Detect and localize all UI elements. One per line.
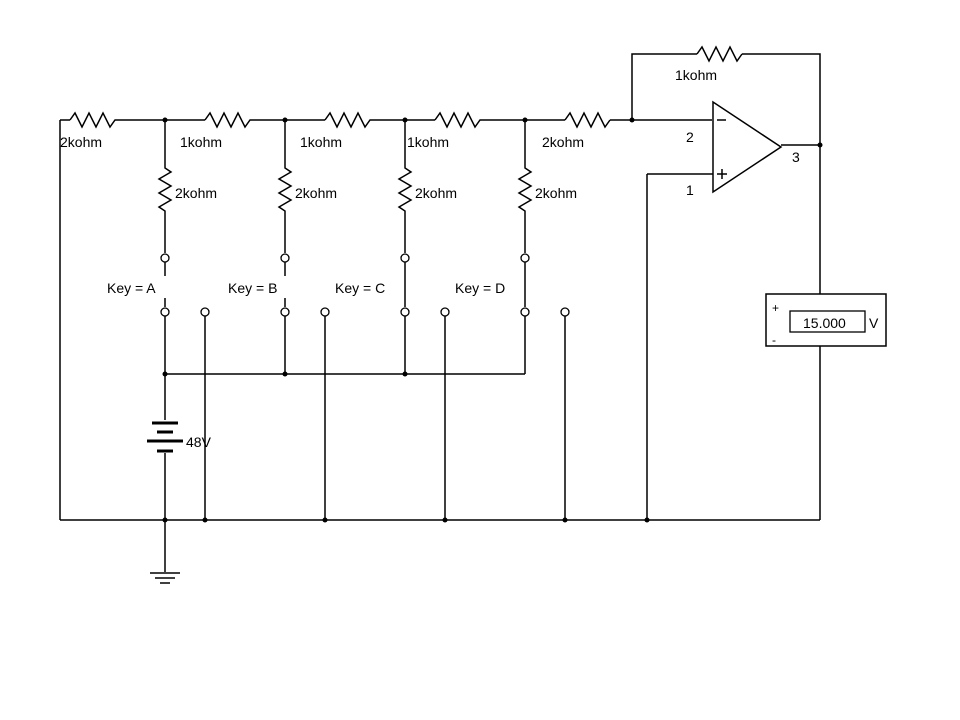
feedback-path: 1kohm [631,45,821,145]
resistor-r-in-opamp: 2kohm [542,111,611,150]
resistor-r-in-opamp-label: 2kohm [542,134,584,150]
battery: 48V [147,374,212,520]
switch-a-throw-terminal[interactable] [200,307,210,317]
switch-d-top-terminal [520,253,530,263]
voltmeter: + - 15.000 V [765,293,887,347]
switch-c-label: Key = C [335,280,385,296]
resistor-r-feedback-label: 1kohm [675,67,717,83]
resistor-r-in-left-label: 2kohm [60,134,102,150]
battery-voltage-label: 48V [186,434,212,450]
resistor-r-series-1: 1kohm [180,111,255,150]
voltmeter-minus: - [772,333,776,347]
resistor-r-shunt-c-label: 2kohm [415,185,457,201]
junction-dot [442,517,448,523]
branch-b: 2kohm Key = B [228,120,337,520]
resistor-r-series-3: 1kohm [407,111,485,150]
voltmeter-plus: + [772,301,779,315]
resistor-r-series-1-label: 1kohm [180,134,222,150]
voltmeter-display [789,310,866,333]
switch-b-pole-terminal[interactable] [280,307,290,317]
op-amp: 2 1 3 [646,100,823,520]
junction-dot [282,371,288,377]
junction-dot [322,517,328,523]
reference-bus [162,371,525,377]
resistor-r-series-3-label: 1kohm [407,134,449,150]
junction-dot [402,371,408,377]
switch-b-throw-terminal[interactable] [320,307,330,317]
branch-a: 2kohm Key = A [107,120,217,520]
switch-d-label: Key = D [455,280,505,296]
switch-d-throw-terminal[interactable] [560,307,570,317]
branch-c: 2kohm Key = C [335,120,457,520]
ground-symbol [150,520,180,584]
resistor-r-series-2-label: 1kohm [300,134,342,150]
voltmeter-unit: V [869,315,879,331]
ground-bus [60,517,820,523]
opamp-pin-inverting: 2 [686,129,694,145]
resistor-r-shunt-d-label: 2kohm [535,185,577,201]
switch-a-top-terminal [160,253,170,263]
opamp-pin-output: 3 [792,149,800,165]
switch-a-pole-terminal[interactable] [160,307,170,317]
resistor-r-in-left: 2kohm [60,111,120,150]
voltmeter-reading: 15.000 [803,315,846,331]
resistor-r-shunt-b-label: 2kohm [295,185,337,201]
opamp-pin-noninverting: 1 [686,182,694,198]
top-rail-wires [59,119,712,520]
branch-d: 2kohm Key = D [455,120,577,520]
junction-dot [202,517,208,523]
switch-c-throw-terminal[interactable] [440,307,450,317]
switch-c-pole-terminal[interactable] [400,307,410,317]
switch-b-top-terminal [280,253,290,263]
resistor-r-series-2: 1kohm [300,111,375,150]
switch-a-label: Key = A [107,280,156,296]
switch-d-pole-terminal[interactable] [520,307,530,317]
switch-b-label: Key = B [228,280,277,296]
resistor-r-shunt-a-label: 2kohm [175,185,217,201]
switch-c-top-terminal [400,253,410,263]
junction-dot [562,517,568,523]
